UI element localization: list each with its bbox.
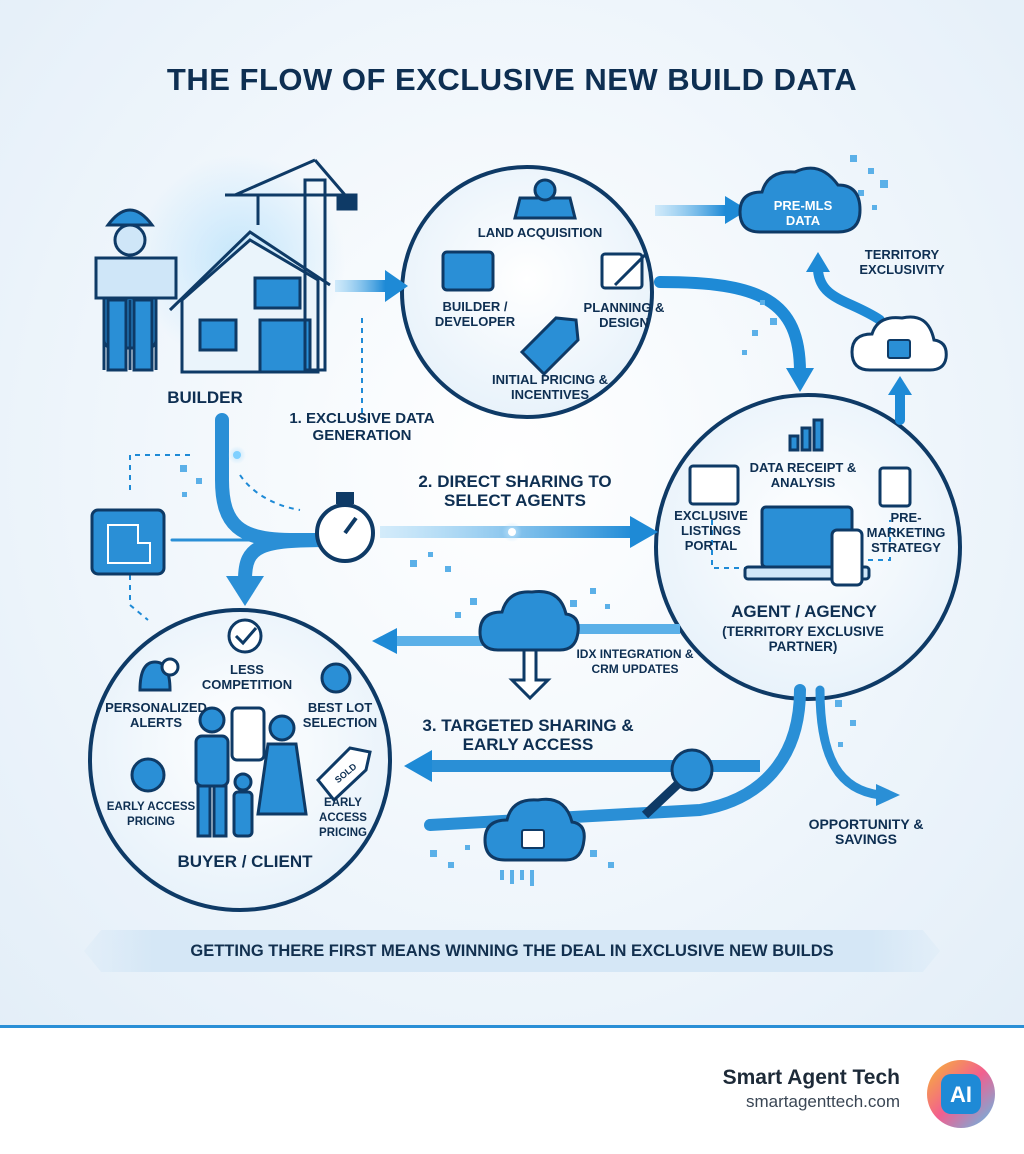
initial-pricing-label: INITIAL PRICING & INCENTIVES — [491, 372, 609, 402]
map-pin-icon — [513, 178, 577, 220]
blueprint-icon — [90, 508, 166, 576]
tagline-text: GETTING THERE FIRST MEANS WINNING THE DE… — [190, 942, 834, 960]
key-icon — [641, 748, 714, 819]
pixel-particles — [180, 155, 888, 886]
ai-logo-text: AI — [950, 1082, 972, 1107]
laptop-icon — [743, 505, 871, 587]
best-lot-label: BEST LOT SELECTION — [302, 700, 378, 730]
early-access-right-label: EARLY ACCESS PRICING — [319, 797, 367, 839]
secure-cloud-icon — [483, 797, 586, 862]
agent-label: AGENT / AGENCY — [731, 602, 877, 621]
agent-sub-label: (TERRITORY EXCLUSIVE PARTNER) — [722, 624, 884, 654]
builder-person-icon — [94, 208, 178, 372]
territory-label: TERRITORY EXCLUSIVITY — [859, 247, 945, 277]
footer-divider — [0, 1025, 1024, 1028]
personalized-alerts-label: PERSONALIZED ALERTS — [105, 700, 207, 730]
family-icon — [194, 706, 308, 838]
curved-flows — [170, 252, 912, 831]
brand-name: Smart Agent Tech — [722, 1066, 900, 1089]
bell-icon — [138, 657, 180, 692]
crane-icon — [225, 158, 358, 372]
price-tag-icon — [519, 316, 580, 377]
pre-mls-cloud-icon — [738, 166, 862, 234]
diagram-canvas — [88, 155, 962, 912]
dollar-coin-icon — [130, 757, 166, 793]
pre-mls-label: PRE-MLS DATA — [773, 198, 833, 228]
early-access-left-label: EARLY ACCESS PRICING — [106, 801, 196, 828]
idx-cloud-icon — [478, 589, 580, 701]
data-receipt-label: DATA RECEIPT & ANALYSIS — [749, 460, 857, 490]
chart-icon — [788, 418, 824, 452]
stopwatch-icon — [315, 492, 375, 563]
builder-developer-label: BUILDER / DEVELOPER — [434, 299, 516, 329]
award-ribbon-icon — [320, 662, 352, 694]
ai-logo-icon: AI — [927, 1060, 995, 1128]
builder-label: BUILDER — [167, 388, 243, 407]
tagline-banner: GETTING THERE FIRST MEANS WINNING THE DE… — [84, 930, 940, 972]
page-title: THE FLOW OF EXCLUSIVE NEW BUILD DATA — [166, 62, 858, 97]
portal-icon — [688, 464, 740, 506]
step3-label: 3. TARGETED SHARING & EARLY ACCESS — [422, 716, 634, 754]
design-pencil-icon — [600, 252, 647, 290]
land-acquisition-label: LAND ACQUISITION — [477, 225, 603, 240]
less-competition-label: LESS COMPETITION — [201, 662, 293, 692]
planning-design-label: PLANNING & DESIGN — [583, 300, 665, 330]
building-plan-icon — [441, 250, 495, 292]
brand-block: Smart Agent Tech smartagenttech.com — [723, 1066, 900, 1112]
checkmark-badge-icon — [227, 618, 263, 654]
house-icon — [168, 230, 331, 374]
brand-url: smartagenttech.com — [745, 1092, 900, 1111]
step2-label: 2. DIRECT SHARING TO SELECT AGENTS — [418, 472, 612, 510]
idx-label: IDX INTEGRATION & CRM UPDATES — [576, 647, 694, 676]
buyer-label: BUYER / CLIENT — [177, 852, 313, 871]
opportunity-label: OPPORTUNITY & SAVINGS — [808, 816, 924, 847]
footer — [0, 1028, 1024, 1154]
document-icon — [878, 466, 912, 508]
pre-marketing-label: PRE-MARKETING STRATEGY — [866, 510, 946, 555]
lock-cloud-icon — [850, 315, 948, 372]
step1-label: 1. EXCLUSIVE DATA GENERATION — [289, 410, 435, 444]
sold-tag-icon — [315, 746, 372, 803]
builder-process-circle — [400, 165, 654, 419]
exclusive-portal-label: EXCLUSIVE LISTINGS PORTAL — [674, 508, 748, 553]
